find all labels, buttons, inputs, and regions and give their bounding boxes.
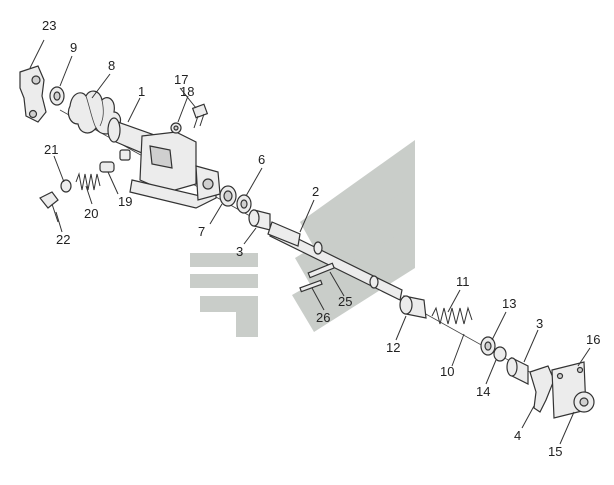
callout-26: 26 [316,310,330,325]
callout-17: 17 [174,72,188,87]
callout-1: 1 [138,84,145,99]
callout-3b: 3 [536,316,543,331]
part-3-bushing-a [248,209,271,231]
part-1-housing [107,117,221,209]
callout-14: 14 [476,384,490,399]
part-21-ring [60,179,72,193]
callout-19: 19 [118,194,132,209]
part-22-bolt [39,191,59,223]
callout-12: 12 [386,340,400,355]
callout-8: 8 [108,58,115,73]
part-4-lever [529,365,555,413]
part-8-boot [67,90,122,135]
part-19-pin [99,149,131,173]
callout-15: 15 [548,444,562,459]
callout-25: 25 [338,294,352,309]
callout-16: 16 [586,332,600,347]
callout-18: 18 [180,84,194,99]
part-18-washer [170,122,182,134]
part-12-sleeve [399,295,427,319]
callout-10: 10 [440,364,454,379]
leader-lines [29,39,591,445]
callout-6: 6 [258,152,265,167]
part-23-bracket [19,65,47,123]
logo-watermark [190,140,415,337]
callout-labels: 23 9 8 1 17 18 21 6 2 20 19 7 22 3 11 25… [42,18,600,459]
part-3-bushing-b [506,357,529,385]
part-11-spring [431,306,473,325]
callout-20: 20 [84,206,98,221]
part-20-spring [75,172,101,191]
callout-22: 22 [56,232,70,247]
part-13-washer [480,336,496,356]
part-9-ring [49,86,65,106]
part-2-shaft [267,221,403,301]
callout-13: 13 [502,296,516,311]
callout-7: 7 [198,224,205,239]
callout-3a: 3 [236,244,243,259]
part-7-ring [219,185,237,207]
callout-23: 23 [42,18,56,33]
part-26-pin [299,279,323,293]
part-14-washer [493,346,507,362]
part-25-pin [307,262,335,279]
callout-4: 4 [514,428,521,443]
callout-21: 21 [44,142,58,157]
part-17-screw [191,103,209,129]
part-15-cap [573,391,595,413]
callout-2: 2 [312,184,319,199]
callout-9: 9 [70,40,77,55]
part-6-bearing [236,194,252,214]
callout-11: 11 [456,274,470,289]
